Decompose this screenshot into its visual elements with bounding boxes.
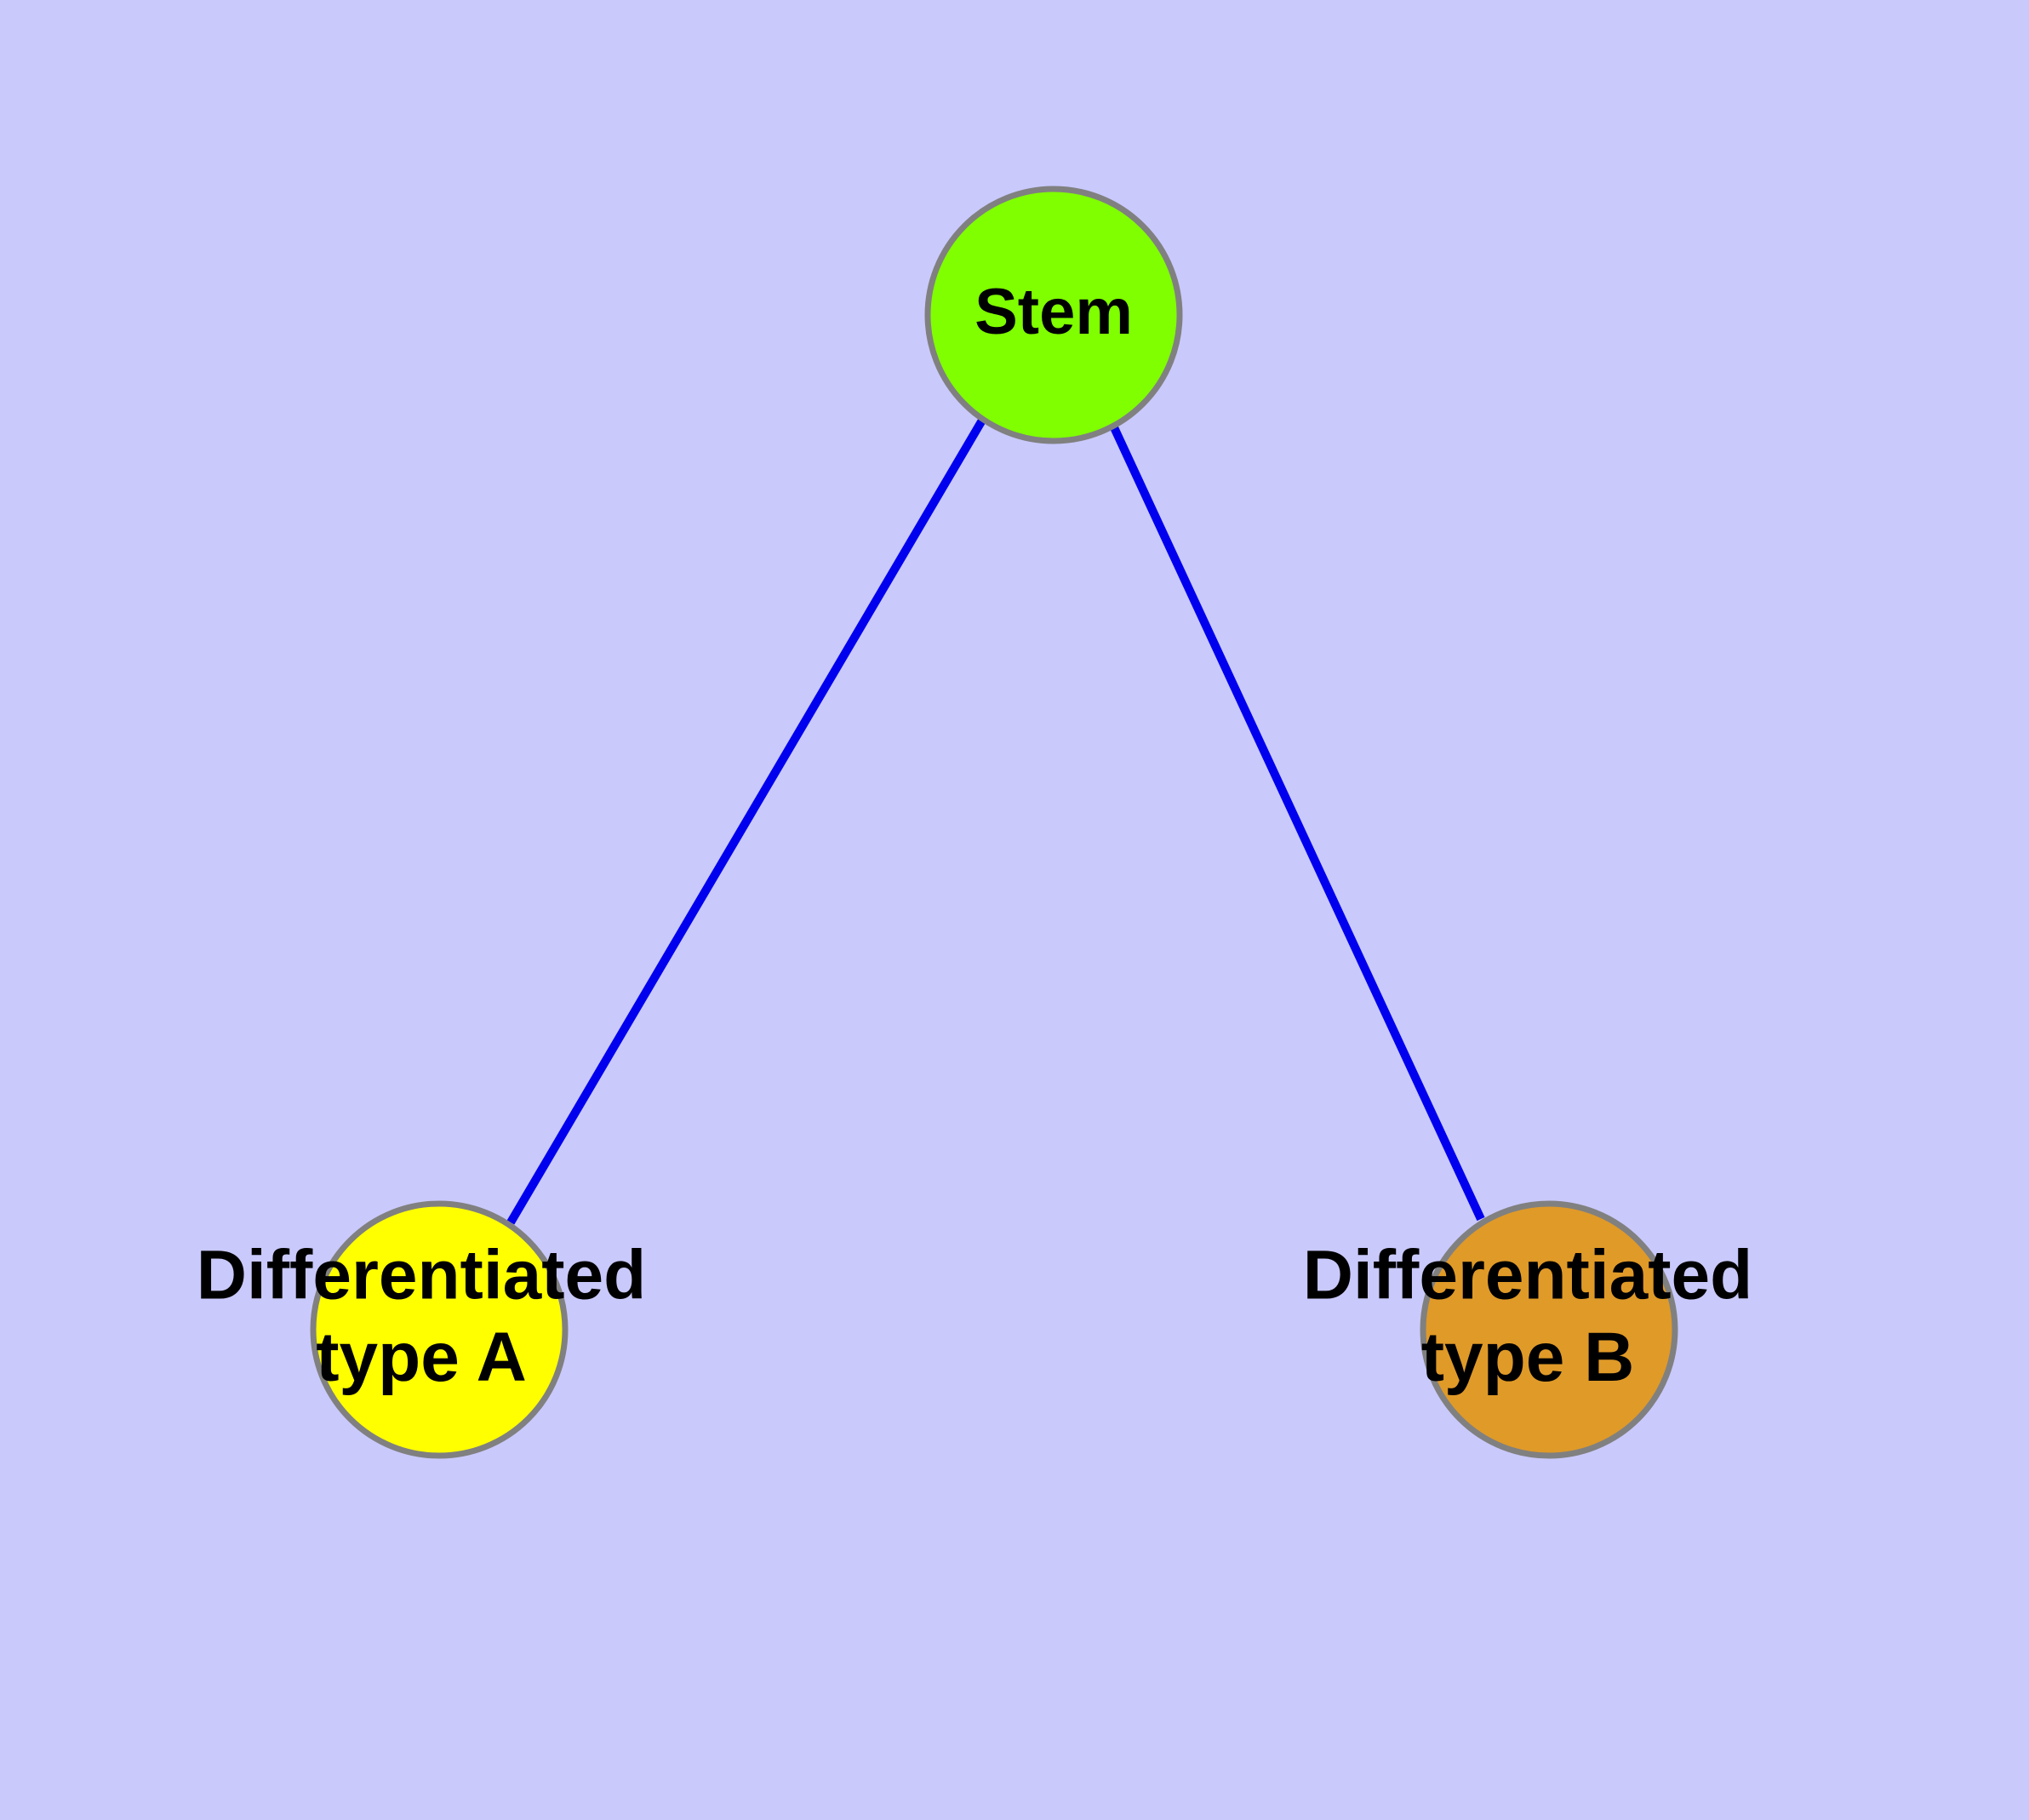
- edge-stem-to-differentiated-type-a[interactable]: [506, 416, 987, 1225]
- node-stem[interactable]: Stem: [924, 186, 1183, 444]
- node-stem-label: Stem: [974, 276, 1133, 348]
- node-differentiated-type-b-label-line1: Differentiated: [1303, 1236, 1753, 1313]
- edge-stem-to-differentiated-type-b[interactable]: [1109, 423, 1485, 1222]
- node-differentiated-type-b[interactable]: Differentiated type B: [1303, 1200, 1753, 1459]
- edge-layer: [506, 416, 1485, 1225]
- node-differentiated-type-b-label-line2: type B: [1421, 1319, 1635, 1396]
- node-differentiated-type-a-label-line2: type A: [316, 1319, 527, 1396]
- node-differentiated-type-a-label-line1: Differentiated: [197, 1236, 647, 1313]
- node-stem-circle[interactable]: [924, 186, 1183, 444]
- node-differentiated-type-a-circle[interactable]: [310, 1200, 569, 1459]
- node-differentiated-type-a[interactable]: Differentiated type A: [197, 1200, 647, 1459]
- node-differentiated-type-b-circle[interactable]: [1420, 1200, 1678, 1459]
